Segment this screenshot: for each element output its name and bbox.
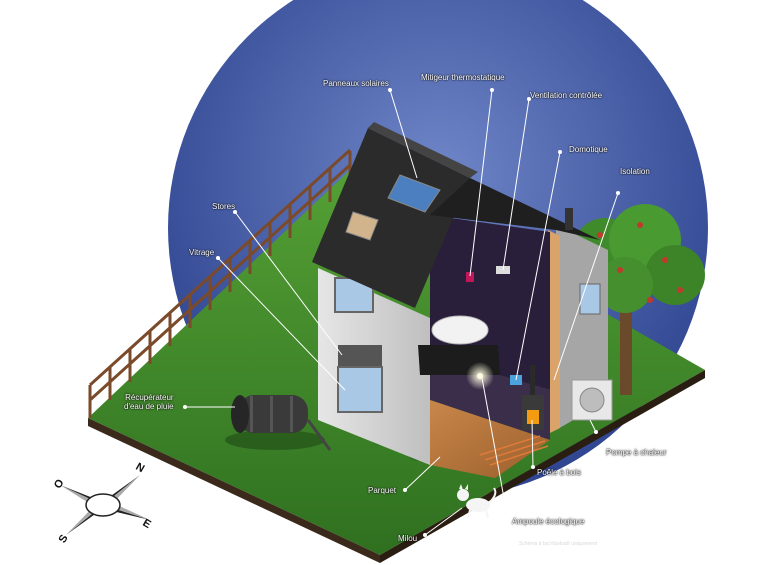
roof-back [430, 178, 600, 240]
label-eco-bulb: Ampoule écologique [512, 517, 585, 526]
ground-edge-left [88, 418, 380, 563]
lower-room-wall [430, 355, 550, 440]
label-blinds: Stores [212, 202, 236, 211]
house-side-wall [556, 225, 608, 430]
label-home-automation: Domotique [569, 145, 608, 154]
label-glazing: Vitrage [189, 248, 215, 257]
ground-edge-right [380, 370, 705, 563]
window-side [579, 283, 601, 315]
roof-main [312, 128, 470, 308]
label-controlled-ventilation: Ventilation contrôlée [530, 91, 603, 100]
mixer [466, 272, 474, 282]
leader-lines [185, 89, 619, 536]
eco-bulb [477, 373, 483, 379]
window-blinds [338, 345, 382, 367]
solar-panel [387, 174, 441, 213]
cat [457, 484, 497, 519]
label-thermostatic-mixer: Mitigeur thermostatique [421, 73, 505, 82]
compass-rose [60, 475, 150, 535]
label-parquet: Parquet [368, 486, 397, 495]
parquet-floor [430, 400, 550, 478]
label-solar-panels: Panneaux solaires [323, 79, 389, 88]
underfloor-heating [479, 435, 549, 466]
sink [431, 315, 489, 345]
label-heat-pump: Pompe à chaleur [606, 448, 667, 457]
chimney [565, 208, 573, 230]
heat-pump [571, 379, 613, 421]
roof-ridge [368, 122, 478, 178]
skylight [345, 211, 379, 241]
label-wood-stove: Poêle à bois [537, 468, 582, 477]
fence [88, 148, 352, 418]
label-rainwater-collector: Récupérateur d'eau de pluie [124, 393, 174, 411]
window-glazing [337, 366, 383, 413]
label-cat: Milou [398, 534, 418, 543]
credit-note: Schéma à but illustratif uniquement [519, 541, 598, 547]
rainwater-tank [225, 395, 332, 451]
label-insulation: Isolation [620, 167, 650, 176]
insulation-layer [548, 230, 560, 434]
wood-stove [522, 365, 544, 430]
leader-dots [183, 88, 620, 537]
